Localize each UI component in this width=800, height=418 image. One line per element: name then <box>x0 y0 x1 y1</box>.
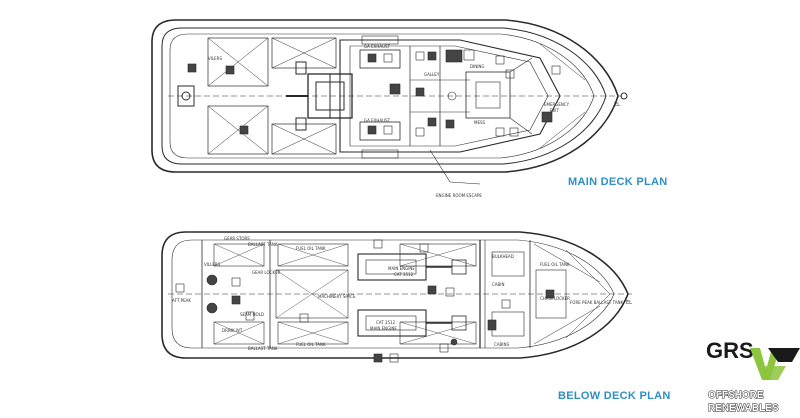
label-exit: EXIT <box>550 108 559 113</box>
below-deck-labels: GEAR STORE BALLAST TANK FUEL OIL TANK FU… <box>172 236 632 351</box>
main-deck-equipment <box>187 49 561 137</box>
label-fuel-oil-tank-bottom: FUEL OIL TANK <box>296 342 326 347</box>
main-engine-port <box>357 253 467 281</box>
label-seam-hold: SEAM HOLD <box>240 312 264 317</box>
logo-line-offshore: OFFSHORE <box>708 390 764 401</box>
label-fuel-oil-tank-fwd: FUEL OIL TANK <box>540 262 570 267</box>
label-villers: VILERS <box>208 56 222 61</box>
label-machinery-space: MACHINERY SPACE <box>318 294 356 299</box>
label-engine-room-escape: ENGINE ROOM ESCAPE <box>436 193 482 198</box>
grs-offshore-renewables-logo: GRS OFFSHORE RENEWABLES <box>706 338 800 414</box>
label-el-below: EL <box>626 300 632 306</box>
label-ballast-tank-1: BALLAST TANK <box>248 242 278 247</box>
label-el-main: EL <box>614 102 620 108</box>
label-ga-exhaust: GA EXHAUST <box>364 44 391 49</box>
label-main-engine-2: MAIN ENGINE <box>370 326 397 331</box>
label-fore-peak-ballast-tank: FORE PEAK BALLAST TANK <box>570 300 623 305</box>
label-galley: GALLEY <box>424 72 440 77</box>
label-cabins: CABINS <box>494 342 509 347</box>
label-drink-wt: DRINK WT <box>222 328 243 333</box>
label-cat-1: CAT 3512 <box>394 272 414 277</box>
label-fuel-oil-tank-top: FUEL OIL TANK <box>296 246 326 251</box>
label-aft-peak: AFT PEAK <box>172 298 191 303</box>
label-cat-2: CAT 3512 <box>376 320 396 325</box>
main-engine-starboard <box>357 309 467 337</box>
label-chain-locker: CHAIN LOCKER <box>540 296 570 301</box>
label-emergency: EMERGENCY <box>544 102 570 107</box>
label-dining: DINING <box>470 64 485 69</box>
main-deck-hull <box>151 19 628 185</box>
below-deck-equipment <box>175 239 555 363</box>
label-cabin: CABIN <box>492 282 504 287</box>
logo-brand: GRS <box>706 338 754 363</box>
label-gear-locker: GEAR LOCKER <box>252 270 281 275</box>
logo-line-renewables: RENEWABLES <box>708 403 779 414</box>
label-mess: MESS <box>474 120 486 125</box>
label-bulkhead: BULKHEAD <box>492 254 514 259</box>
main-deck-labels: VILERS GA EXHAUST GA EXHAUST GALLEY DINI… <box>208 44 620 198</box>
below-deck-hull <box>161 231 632 359</box>
main-deck-plan-title: MAIN DECK PLAN <box>568 176 668 188</box>
label-ga-exhaust-2: GA EXHAUST <box>364 118 391 123</box>
logo-chevron-mark <box>750 348 800 380</box>
label-villers-below: VILLERS <box>204 262 221 267</box>
below-deck-plan-title: BELOW DECK PLAN <box>558 390 671 402</box>
label-gear-store: GEAR STORE <box>224 236 250 241</box>
label-main-engine-1: MAIN ENGINE <box>388 266 415 271</box>
label-ballast-tank-2: BALLAST TANK <box>248 346 278 351</box>
